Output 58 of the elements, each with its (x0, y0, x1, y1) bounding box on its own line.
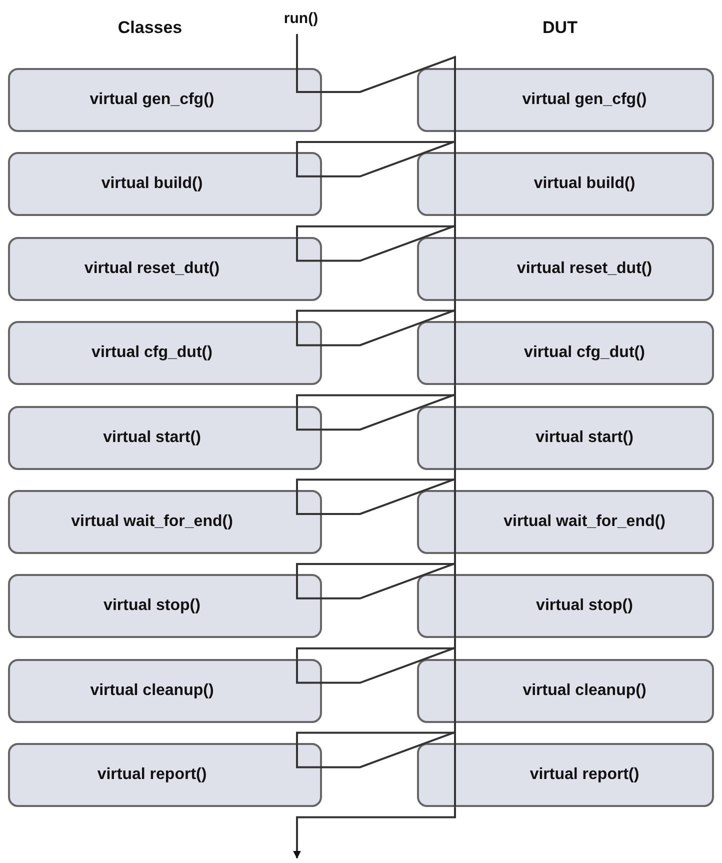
flow-line (296, 34, 298, 68)
method-box (8, 406, 322, 470)
column-heading: DUT (542, 18, 578, 38)
flow-line (296, 308, 456, 386)
flow-line (296, 638, 456, 659)
method-name: virtual gen_cfg() (521, 91, 648, 109)
method-name: virtual stop() (102, 597, 202, 616)
method-box (417, 321, 714, 386)
method-box (417, 68, 714, 132)
flow-arrow (293, 807, 456, 859)
method-name: virtual reset_dut() (83, 260, 221, 278)
flow-line (296, 56, 456, 132)
flow-line (296, 646, 456, 723)
method-name: virtual report() (528, 766, 640, 784)
method-name: virtual start() (102, 428, 202, 447)
method-name: virtual cfg_dut() (90, 344, 214, 362)
flow-line (296, 554, 456, 574)
method-box (8, 321, 322, 386)
flow-line (296, 478, 456, 554)
flow-line (296, 224, 456, 301)
method-box (8, 152, 322, 216)
method-box (8, 236, 322, 301)
column-heading: Classes (116, 18, 184, 38)
method-name: virtual cfg_dut() (523, 344, 646, 362)
method-name: virtual cleanup() (522, 682, 648, 700)
method-name: virtual start() (534, 428, 634, 447)
method-name: virtual reset_dut() (516, 260, 654, 278)
flow-line (296, 722, 456, 744)
method-name: virtual stop() (535, 597, 634, 616)
method-name: virtual cleanup() (89, 682, 215, 700)
method-name: virtual report() (96, 766, 208, 784)
flow-line (296, 385, 456, 406)
method-box (8, 574, 322, 638)
method-name: virtual build() (532, 175, 636, 194)
method-box (8, 490, 322, 554)
flow-line (296, 730, 456, 808)
method-name: virtual gen_cfg() (88, 91, 216, 109)
method-box (417, 406, 714, 470)
flow-line (296, 140, 456, 216)
flow-line (296, 470, 456, 490)
method-box (417, 152, 714, 216)
method-label: run() (278, 10, 324, 27)
flow-line (296, 216, 456, 237)
method-box (417, 574, 714, 638)
method-box (8, 68, 322, 132)
flow-line (296, 300, 456, 322)
method-box (8, 743, 322, 808)
method-name: virtual wait_for_end() (70, 513, 234, 531)
flow-line (296, 562, 456, 638)
method-box (8, 658, 322, 723)
method-box (417, 658, 714, 723)
flow-line (296, 132, 456, 152)
method-name: virtual wait_for_end() (502, 513, 666, 531)
method-box (417, 743, 714, 808)
method-box (417, 490, 714, 554)
flow-line (296, 393, 456, 470)
method-box (417, 236, 714, 301)
method-name: virtual build() (100, 175, 204, 194)
